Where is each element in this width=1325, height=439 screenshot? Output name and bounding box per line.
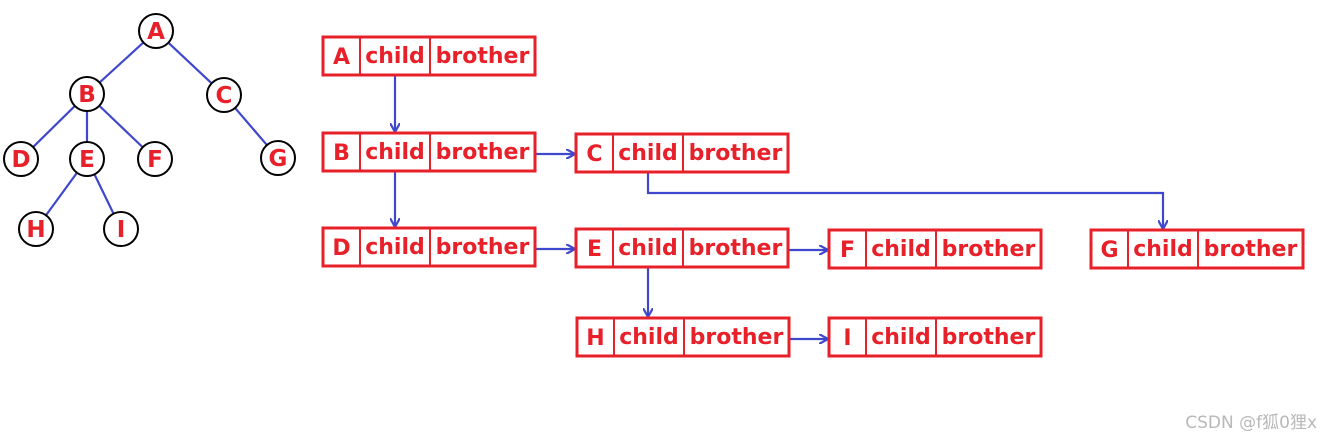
tree-edge-a-b: [98, 41, 145, 84]
child-field-label: child: [365, 44, 425, 69]
tree-node-label: A: [147, 19, 165, 45]
child-field-label: child: [618, 141, 678, 166]
child-field-label: child: [618, 236, 678, 261]
record-name: I: [843, 326, 851, 351]
tree-edge-b-f: [98, 104, 144, 149]
tree-node-circle: [3, 141, 39, 177]
tree-node-circle: [260, 140, 296, 176]
tree-node-label: I: [117, 217, 126, 243]
tree-node-label: B: [78, 82, 96, 108]
brother-field-label: brother: [436, 44, 530, 69]
tree-edge-b-d: [32, 105, 76, 148]
brother-field-label: brother: [689, 141, 783, 166]
tree-edge-c-g: [234, 107, 268, 146]
tree-node-a: A: [138, 13, 174, 49]
link-arrows: [395, 67, 1163, 339]
child-field-label: child: [1133, 237, 1193, 262]
tree-node-circle: [103, 211, 139, 247]
child-field-label: child: [365, 235, 425, 260]
tree-node-g: G: [260, 140, 296, 176]
tree-edges: [32, 41, 268, 216]
tree-node-d: D: [3, 141, 39, 177]
brother-field-label: brother: [690, 325, 784, 350]
record-name: A: [333, 45, 350, 70]
tree-node-circle: [69, 76, 105, 112]
tree-node-circle: [137, 141, 173, 177]
child-field-label: child: [871, 325, 931, 350]
child-pointer-c-g: [646, 164, 1163, 228]
record-name: B: [333, 141, 350, 166]
record-name: G: [1100, 238, 1118, 263]
tree-node-h: H: [18, 211, 54, 247]
tree-node-circle: [18, 211, 54, 247]
tree-node-label: G: [269, 146, 288, 172]
brother-field-label: brother: [1204, 237, 1298, 262]
brother-field-label: brother: [942, 325, 1036, 350]
record-name: D: [332, 236, 350, 261]
brother-field-label: brother: [942, 237, 1036, 262]
record-name: E: [587, 237, 602, 262]
tree-edge-e-h: [45, 172, 78, 216]
tree-node-circle: [206, 77, 242, 113]
child-field-label: child: [365, 140, 425, 165]
tree-node-label: D: [11, 147, 30, 173]
tree-node-label: C: [216, 83, 233, 109]
tree-node-label: F: [147, 147, 163, 173]
tree-node-i: I: [103, 211, 139, 247]
tree-nodes: A B C D E F G H I: [3, 13, 296, 247]
tree-edge-e-i: [93, 173, 115, 215]
record-name: F: [840, 238, 855, 263]
brother-field-label: brother: [689, 236, 783, 261]
tree-node-e: E: [69, 141, 105, 177]
record-name: H: [586, 326, 604, 351]
record-name: C: [586, 142, 602, 167]
tree-node-label: E: [79, 147, 95, 173]
tree-node-b: B: [69, 76, 105, 112]
child-field-label: child: [871, 237, 931, 262]
watermark: CSDN @f狐0狸x: [1185, 413, 1317, 433]
brother-field-label: brother: [436, 140, 530, 165]
child-field-label: child: [619, 325, 679, 350]
brother-field-label: brother: [436, 235, 530, 260]
tree-node-c: C: [206, 77, 242, 113]
tree-node-f: F: [137, 141, 173, 177]
tree-edge-a-c: [167, 41, 213, 85]
tree-node-label: H: [26, 217, 45, 243]
tree-node-circle: [69, 141, 105, 177]
tree-node-circle: [138, 13, 174, 49]
